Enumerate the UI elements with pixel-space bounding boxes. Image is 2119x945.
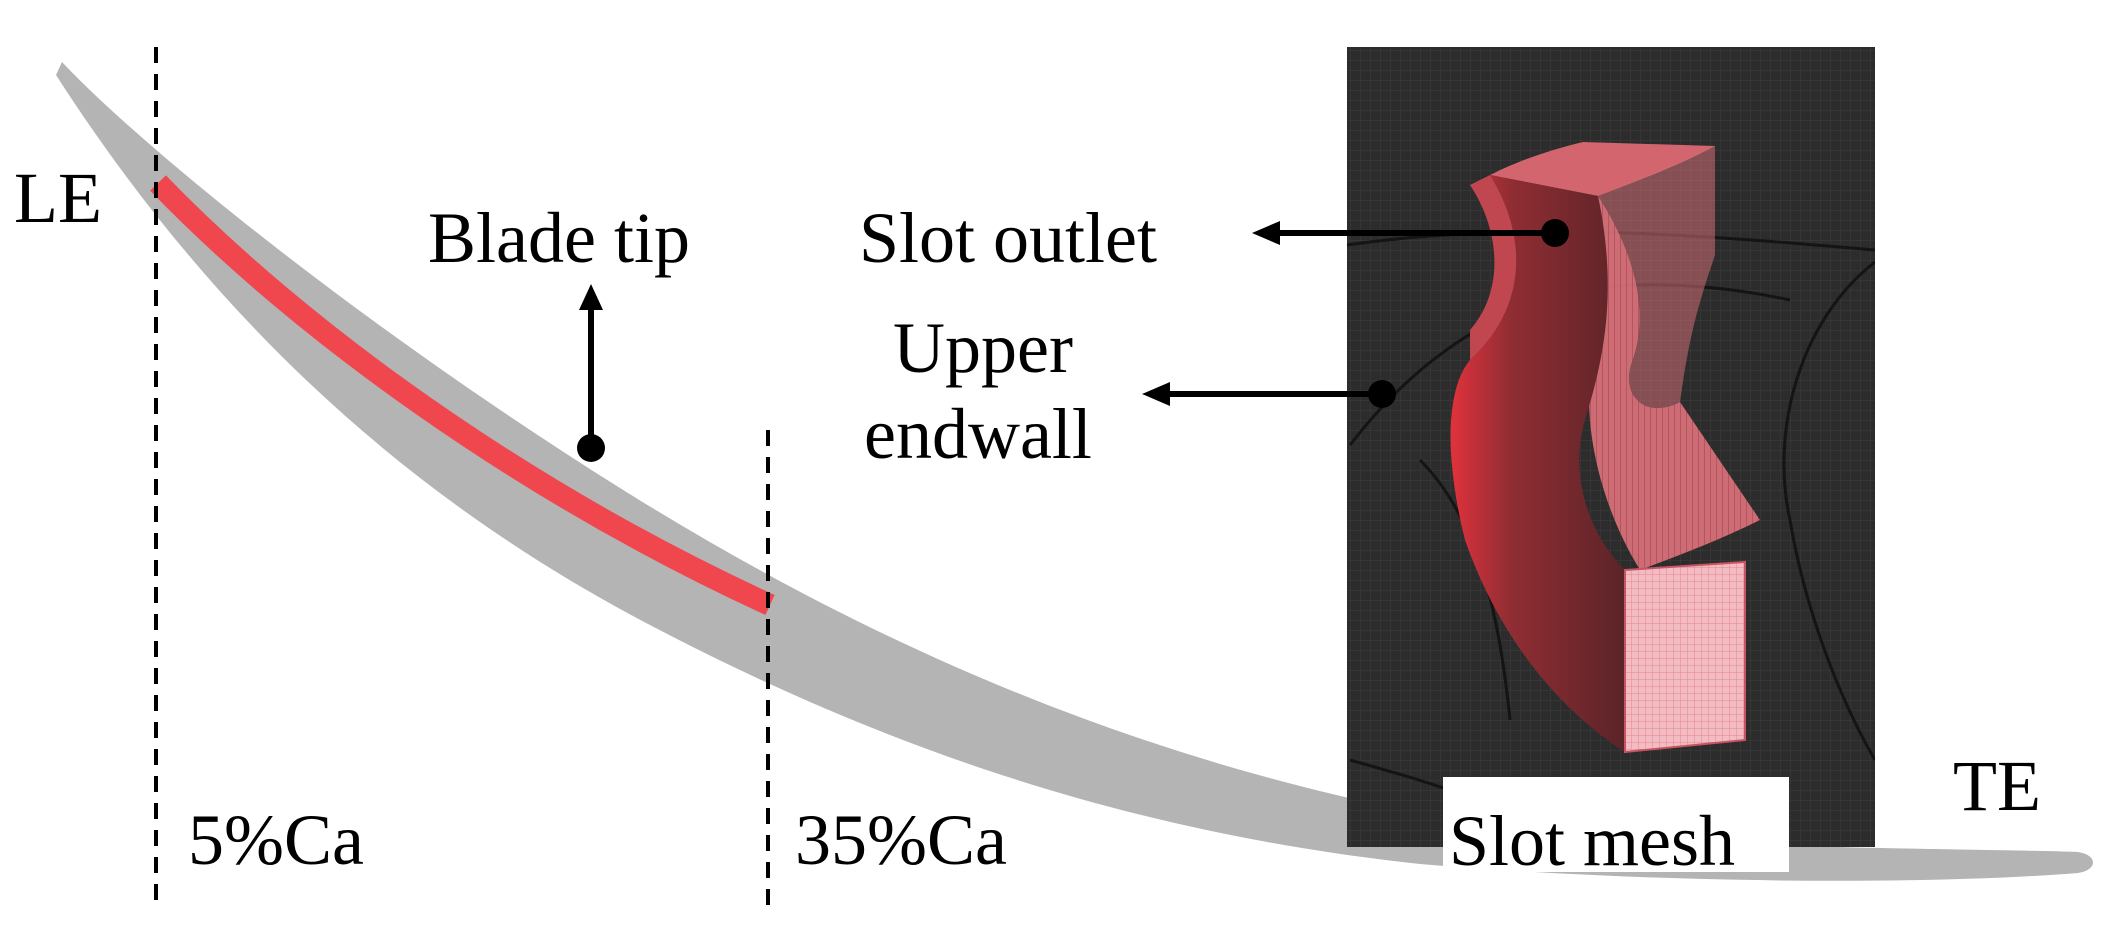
slot-3d-model	[1450, 142, 1760, 754]
station-35-ca-label: 35%Ca	[795, 800, 1007, 880]
slot-outlet-pointer	[1252, 219, 1569, 247]
slot-mesh-inset	[1347, 47, 1875, 872]
upper-endwall-pointer	[1142, 380, 1396, 408]
blade-tip-pointer	[577, 284, 605, 462]
leading-edge-label: LE	[14, 158, 102, 238]
blade-profile	[56, 62, 2093, 881]
blade-tip-label: Blade tip	[428, 198, 690, 278]
slot-mesh-label: Slot mesh	[1449, 801, 1735, 881]
upper-endwall-label-line1: Upper	[893, 308, 1073, 388]
trailing-edge-label: TE	[1953, 746, 2041, 826]
slot-mesh-label-box	[1443, 777, 1789, 872]
slot-outlet-label: Slot outlet	[859, 198, 1157, 278]
upper-endwall-label-line2: endwall	[864, 394, 1092, 474]
station-5-ca-label: 5%Ca	[188, 800, 364, 880]
slot-strip	[150, 175, 775, 615]
